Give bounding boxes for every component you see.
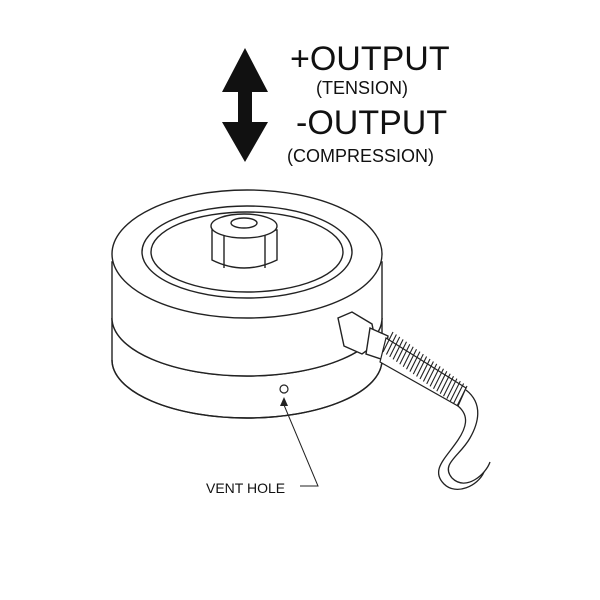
spring-coil-turn — [385, 334, 397, 355]
tension-output-label: +OUTPUT — [290, 40, 450, 78]
cable — [437, 389, 491, 490]
arrow-head-down — [222, 122, 268, 162]
callout-arrowhead — [280, 397, 288, 406]
spring-coil-turn — [399, 344, 411, 365]
spring-coil-turn — [389, 336, 401, 358]
compression-note-label: (COMPRESSION) — [287, 146, 434, 166]
spring-coil-turn — [412, 353, 424, 375]
spring-coil-turn — [446, 378, 458, 399]
spring-coil-turn — [433, 368, 444, 390]
spring-coil-turn — [422, 361, 434, 382]
spring-coil-turn — [436, 371, 448, 392]
spring-coil-turn — [426, 363, 438, 385]
spring-coil-turn — [416, 356, 428, 377]
hex-stud-bore — [230, 217, 258, 229]
vent-hole-icon — [279, 384, 289, 394]
spring-coil-turn — [429, 366, 441, 387]
tension-note-label: (TENSION) — [316, 78, 408, 98]
vent-hole-callout: VENT HOLE — [206, 384, 319, 496]
spring-coil-turn — [392, 339, 404, 360]
hex-stud-body — [211, 229, 278, 269]
spring-coil-turn — [443, 375, 454, 397]
arrow-head-up — [222, 48, 268, 124]
cable-lower-edge — [437, 405, 485, 490]
spring-coils — [382, 331, 468, 407]
cylinder-bottom-edge — [111, 359, 383, 419]
spring-coil-turn — [396, 341, 407, 363]
hex-stud — [210, 213, 278, 269]
strain-relief-spring — [379, 331, 468, 407]
spring-coil-turn — [402, 346, 414, 367]
compression-output-label: -OUTPUT — [296, 104, 447, 142]
cable-upper-edge — [447, 389, 491, 484]
callout-leader-line — [283, 404, 319, 487]
spring-coil-turn — [449, 380, 461, 402]
spring-coil-turn — [406, 348, 417, 370]
vent-hole-label: VENT HOLE — [206, 480, 285, 496]
spring-coil-turn — [409, 351, 421, 372]
double-headed-vertical-arrow-icon — [222, 48, 268, 162]
spring-coil-turn — [419, 358, 431, 380]
load-cell-body — [111, 189, 383, 419]
spring-coil-turn — [439, 373, 451, 394]
spring-coil-turn — [382, 331, 394, 353]
spring-coil-turn — [453, 383, 465, 404]
spring-coil-turn — [456, 385, 468, 407]
top-recess-inner-ring — [150, 211, 344, 293]
